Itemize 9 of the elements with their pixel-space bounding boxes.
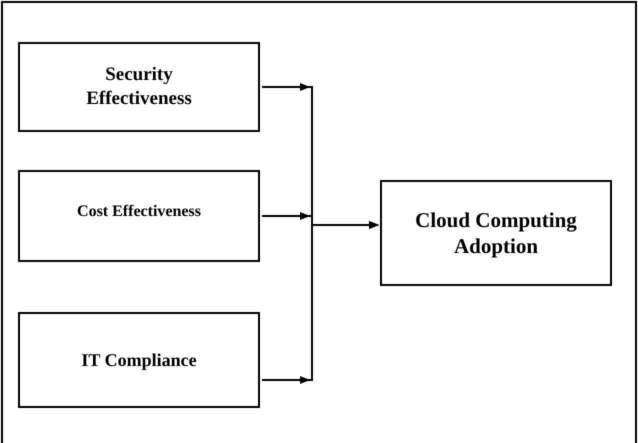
box-label: Cost Effectiveness: [76, 202, 202, 222]
box-label: Cloud Computing Adoption: [414, 206, 578, 260]
process-box: [18, 312, 260, 408]
process-box: [18, 42, 260, 132]
arrow: [262, 221, 379, 381]
box-label: Security Effectiveness: [85, 63, 193, 111]
process-box: [380, 180, 612, 286]
box-label: IT Compliance: [80, 348, 198, 372]
process-box: [18, 170, 260, 262]
